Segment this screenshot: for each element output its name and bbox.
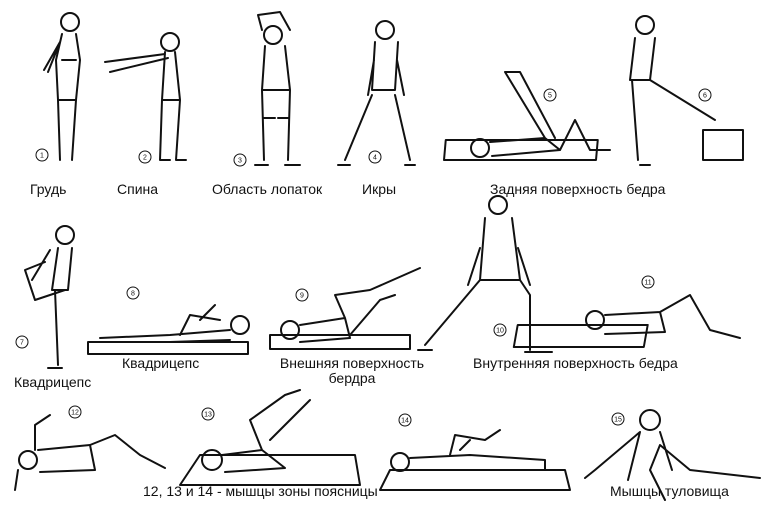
figure-8-quadriceps-lying <box>87 304 250 355</box>
label-outer-thigh: Внешняя поверхность бердра <box>272 356 432 386</box>
label-outer-thigh-line1: Внешняя поверхность <box>279 355 425 371</box>
label-chest: Грудь <box>30 181 67 197</box>
figure-10-inner-thigh <box>417 195 553 353</box>
exercise-number: 5 <box>548 93 552 100</box>
exercise-number: 4 <box>373 155 377 162</box>
figure-7-quadriceps-standing <box>24 225 75 369</box>
figure-15-torso <box>584 409 761 501</box>
exercise-number: 12 <box>71 410 79 417</box>
figure-1-chest <box>43 12 81 161</box>
figure-6-hamstrings-box <box>629 15 744 166</box>
figure-3-shoulder-blades <box>254 11 301 166</box>
exercise-number: 1 <box>40 153 44 160</box>
figure-9-outer-thigh <box>269 267 421 350</box>
label-torso: Мышцы туловища <box>610 483 729 499</box>
label-calves: Икры <box>362 181 397 197</box>
label-hamstrings: Задняя поверхность бедра <box>490 181 666 197</box>
figure-5-hamstrings <box>442 71 611 161</box>
exercise-number: 8 <box>131 291 135 298</box>
exercise-number: 10 <box>496 328 504 335</box>
exercise-number-badges <box>15 88 712 427</box>
exercise-number: 7 <box>20 340 24 347</box>
exercise-number: 9 <box>300 293 304 300</box>
exercise-number: 3 <box>238 158 242 165</box>
label-outer-thigh-line2: бердра <box>328 370 376 386</box>
figure-11-inner-thigh-lying <box>512 294 741 348</box>
figure-2-back <box>104 32 187 161</box>
label-lower-back: 12, 13 и 14 - мышцы зоны поясницы <box>143 483 378 499</box>
exercise-number: 14 <box>401 418 409 425</box>
label-quadriceps-lying: Квадрицепс <box>122 355 200 371</box>
figure-13-lower-back <box>179 389 361 486</box>
exercise-number: 2 <box>143 155 147 162</box>
label-back: Спина <box>117 181 159 197</box>
exercise-number: 13 <box>204 412 212 419</box>
exercise-number: 6 <box>703 93 707 100</box>
exercise-number: 11 <box>644 280 651 287</box>
exercise-number: 15 <box>614 417 622 424</box>
label-quadriceps-standing: Квадрицепс <box>14 374 92 390</box>
figure-4-calves <box>337 20 416 166</box>
figure-14-lower-back <box>379 429 571 491</box>
label-inner-thigh: Внутренняя поверхность бедра <box>473 355 678 371</box>
label-shoulder-blades: Область лопаток <box>212 181 323 197</box>
figure-12-lower-back <box>14 414 166 491</box>
